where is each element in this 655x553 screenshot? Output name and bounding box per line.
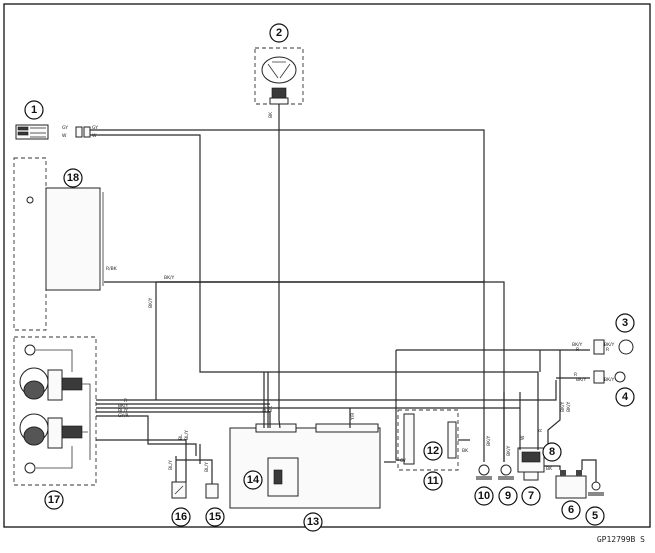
wire-label-bly-3: BL/Y — [168, 460, 174, 470]
wire-label-bky-7: BK/Y — [604, 342, 615, 348]
wire-label-bky-8: BK/Y — [576, 377, 587, 383]
svg-text:4: 4 — [622, 391, 629, 403]
wire-label-r-2: R — [538, 429, 544, 432]
svg-text:14: 14 — [247, 474, 260, 486]
wire-label-gyr: GY/R — [118, 413, 129, 419]
svg-text:9: 9 — [505, 490, 511, 502]
component-13-ecu — [229, 423, 381, 509]
wire-label-bk-3: BK — [462, 448, 469, 454]
wire-label-yr: Y/R — [350, 413, 356, 421]
wire-label-gy-1: GY — [62, 125, 68, 131]
diagram-frame — [3, 3, 651, 528]
callout-8: 8 — [542, 442, 562, 462]
wire-label-bky-2: BK/Y — [148, 297, 154, 308]
wire-label-bk-4: BK — [546, 466, 553, 472]
wire-label-bly: BL/Y — [118, 408, 128, 414]
svg-text:12: 12 — [427, 445, 439, 457]
component-15-switch — [205, 483, 219, 499]
wire-label-w-1: W — [62, 133, 67, 139]
svg-text:18: 18 — [67, 172, 79, 184]
svg-text:3: 3 — [622, 317, 628, 329]
wire-label-bly-2: BL/Y — [184, 430, 190, 440]
callout-5: 5 — [585, 506, 605, 526]
wire-label-bky-5: BK/Y — [506, 445, 512, 456]
wire-label-r-4: R — [606, 347, 609, 353]
svg-text:2: 2 — [276, 27, 282, 39]
wire-label-bl-1: BL — [262, 406, 268, 412]
wire-label-rbk: R/BK — [106, 266, 118, 272]
wire-label-r-1: R — [124, 398, 127, 404]
callout-15: 15 — [205, 507, 225, 527]
component-5-ground — [588, 481, 604, 496]
wire-label-bky-10: BK/Y — [560, 401, 566, 412]
svg-text:1: 1 — [31, 104, 37, 116]
callout-10: 10 — [474, 486, 494, 506]
wire-label-bky-4: BK/Y — [486, 435, 492, 446]
svg-text:7: 7 — [528, 490, 534, 502]
callout-12: 12 — [423, 441, 443, 461]
callout-1: 1 — [24, 100, 44, 120]
callout-18: 18 — [63, 168, 83, 188]
svg-text:5: 5 — [592, 510, 598, 522]
wire-label-bky-1: BK/Y — [164, 275, 175, 281]
figure-code: GP12799B S — [597, 535, 645, 544]
svg-text:11: 11 — [427, 475, 439, 487]
wiring-harness — [90, 104, 597, 484]
callout-16: 16 — [171, 507, 191, 527]
callout-2: 2 — [269, 23, 289, 43]
component-3-lamp — [593, 339, 634, 355]
wire-label-bky-6: BK/Y — [572, 342, 583, 348]
svg-text:16: 16 — [175, 511, 187, 523]
callout-17: 17 — [44, 490, 64, 510]
svg-text:6: 6 — [568, 504, 574, 516]
wire-label-w-2: W — [92, 133, 97, 139]
wire-label-bk-2: BK — [268, 405, 274, 412]
component-1-switch — [15, 124, 91, 140]
wire-label-gy-3: GY — [400, 458, 406, 464]
callout-7: 7 — [521, 486, 541, 506]
callout-6: 6 — [561, 500, 581, 520]
svg-text:8: 8 — [549, 446, 555, 458]
callout-3: 3 — [615, 313, 635, 333]
wire-label-w-3: W — [520, 435, 526, 440]
svg-text:17: 17 — [48, 494, 60, 506]
component-11-12-unit — [397, 409, 459, 471]
svg-text:15: 15 — [209, 511, 221, 523]
wire-label-bl-2: BL — [178, 434, 184, 440]
component-18-meter — [13, 157, 104, 331]
svg-text:10: 10 — [478, 490, 490, 502]
wire-label-gy-2: GY — [92, 125, 98, 131]
svg-text:13: 13 — [307, 516, 319, 528]
callout-14: 14 — [243, 470, 263, 490]
component-2-lamp — [254, 47, 304, 105]
component-6-battery — [555, 470, 587, 499]
callout-9: 9 — [498, 486, 518, 506]
wire-label-bky-9: BK/Y — [604, 377, 615, 383]
wire-label-r-5: R — [574, 372, 577, 378]
callout-11: 11 — [423, 471, 443, 491]
component-17-cluster — [13, 336, 97, 486]
wire-label-bly-4: BL/Y — [204, 462, 210, 472]
callout-13: 13 — [303, 512, 323, 532]
component-4-lamp — [593, 370, 626, 384]
callout-4: 4 — [615, 387, 635, 407]
component-10-sensor — [476, 464, 492, 480]
wire-label-bky-3: BK/Y — [118, 403, 129, 409]
component-16-switch — [171, 481, 187, 499]
wire-label-bky-11: BK/Y — [566, 401, 572, 412]
component-7-coil — [517, 447, 545, 481]
wire-label-r-3: R — [576, 347, 579, 353]
wire-labels: BK GY GY W W R/BK BK/Y BK/Y R BK/Y BL/Y … — [62, 111, 615, 472]
component-9-sensor — [498, 464, 514, 480]
wire-label-bk-top: BK — [268, 111, 274, 118]
